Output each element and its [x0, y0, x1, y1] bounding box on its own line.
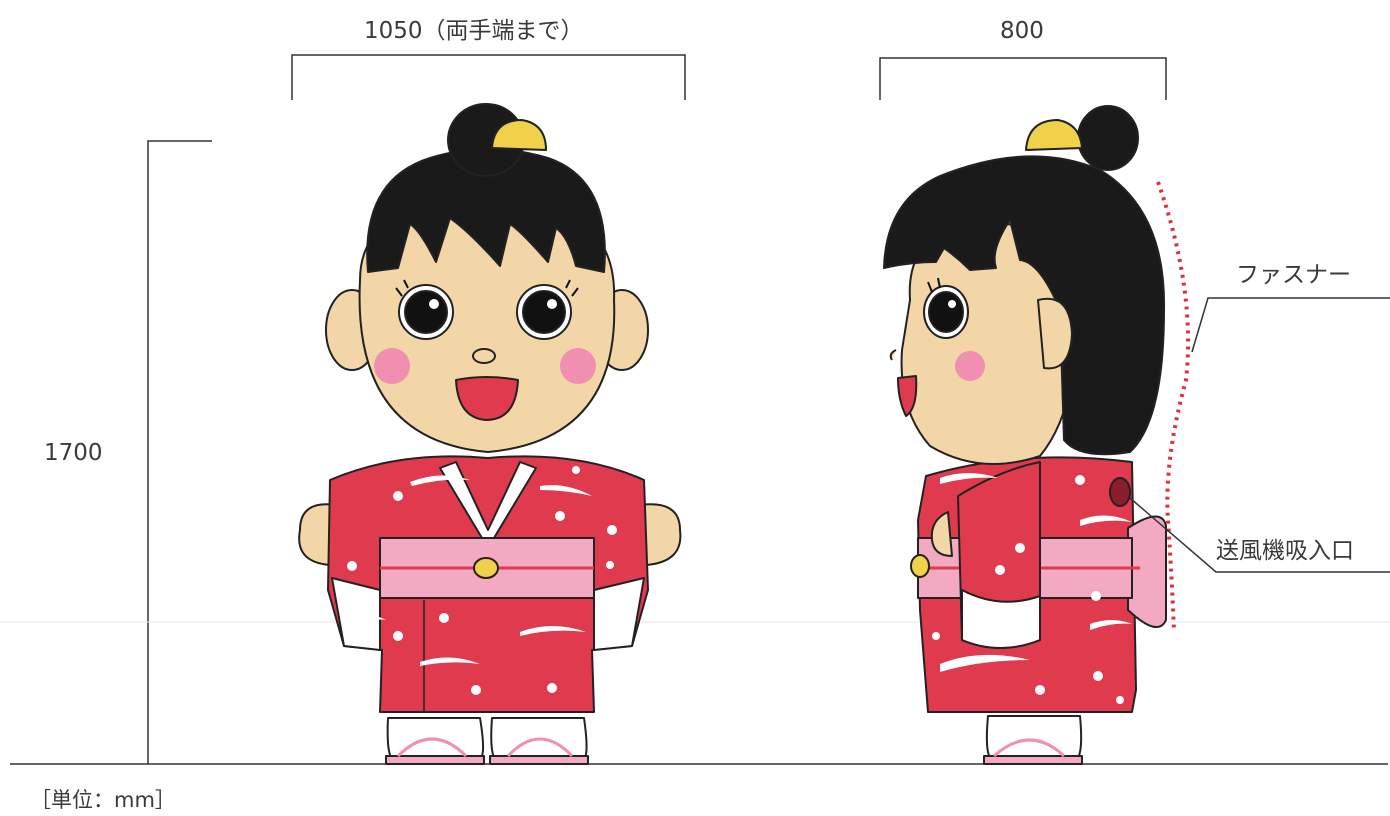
side-obi-clasp	[910, 554, 930, 578]
side-hand	[930, 511, 953, 557]
front-sleeve-left	[331, 577, 381, 651]
side-width-bracket	[879, 57, 1167, 100]
side-hair-ornament	[1025, 119, 1083, 151]
blower-intake-label: 送風機吸入口	[1216, 538, 1354, 564]
height-label: 1700	[44, 440, 103, 466]
unit-note: ［単位：mm］	[30, 788, 176, 812]
side-hair-bun	[1077, 105, 1139, 171]
front-mouth	[455, 376, 519, 421]
zipper-line	[1156, 181, 1191, 633]
side-obi-bow	[1127, 515, 1167, 629]
side-ear	[1037, 297, 1073, 370]
side-hair	[883, 155, 1166, 456]
side-mouth	[897, 375, 918, 417]
side-width-label: 800	[1000, 18, 1044, 44]
front-width-label: 1050（両手端まで）	[364, 18, 584, 44]
front-width-bracket	[291, 54, 686, 100]
mascot-front-view	[298, 103, 682, 765]
height-bracket	[147, 140, 212, 764]
front-hair-ornament	[491, 119, 547, 151]
front-cheek-right	[560, 348, 596, 384]
front-sandals	[385, 717, 589, 765]
zipper-label: ファスナー	[1236, 262, 1351, 288]
front-hair	[366, 148, 606, 273]
front-obi-clasp	[473, 557, 499, 579]
blower-intake-marker	[1109, 477, 1131, 507]
leader-lines	[1129, 297, 1390, 573]
mascot-side-view	[883, 105, 1167, 765]
intake-leader	[1129, 497, 1390, 573]
front-sleeve-right	[593, 577, 645, 651]
front-kimono-pattern	[347, 466, 617, 695]
side-cheek	[955, 351, 985, 381]
side-kimono-pattern	[932, 473, 1132, 704]
front-cheek-left	[374, 348, 410, 384]
dimension-lines	[10, 54, 1388, 765]
side-sandal	[983, 715, 1083, 765]
front-collar	[439, 461, 537, 549]
zipper-leader	[1191, 297, 1390, 353]
